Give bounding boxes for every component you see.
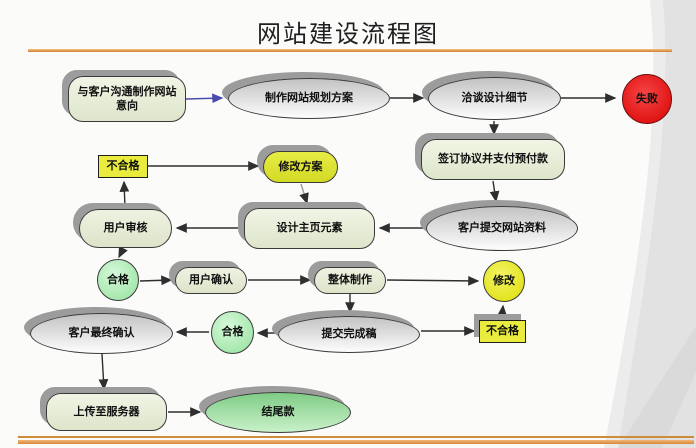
node-communicate-intent: 与客户沟通制作网站意向 — [68, 76, 186, 122]
edge-start-plan — [185, 93, 224, 104]
background-swoosh-graphic — [604, 0, 696, 448]
node-customer-final-confirm: 客户最终确认 — [30, 313, 173, 354]
node-qualified-lower: 合格 — [211, 311, 254, 354]
node-sign-agreement-prepay: 签订协议并支付预付款 — [421, 139, 565, 180]
edge-review-qualified — [118, 246, 128, 259]
edge-modifyplan-design — [299, 183, 309, 205]
node-design-homepage-elements: 设计主页元素 — [244, 208, 375, 249]
node-unqualified-top: 不合格 — [98, 155, 148, 178]
node-final-payment: 结尾款 — [205, 392, 351, 433]
node-overall-production: 整体制作 — [314, 267, 386, 294]
edge-finalconfirm-upload — [98, 353, 109, 391]
node-customer-submit-materials: 客户提交网站资料 — [426, 206, 578, 251]
node-submit-final-draft: 提交完成稿 — [278, 316, 420, 353]
node-modify: 修改 — [483, 260, 525, 302]
edge-review-unqualified — [119, 180, 130, 208]
node-make-planning-proposal: 制作网站规划方案 — [228, 78, 390, 119]
connector-lines — [98, 93, 617, 417]
node-qualified-upper: 合格 — [97, 259, 139, 301]
node-negotiate-design-details: 洽谈设计细节 — [428, 77, 561, 120]
node-modify-proposal: 修改方案 — [263, 151, 338, 183]
node-upload-to-server: 上传至服务器 — [46, 393, 167, 431]
edge-sign-materials — [489, 180, 500, 203]
node-user-confirm: 用户确认 — [175, 267, 247, 294]
node-unqualified-bottom: 不合格 — [479, 320, 526, 343]
edge-production-modify — [386, 275, 480, 286]
top-divider — [28, 49, 672, 52]
node-user-review: 用户审核 — [79, 209, 172, 248]
page-title: 网站建设流程图 — [257, 22, 439, 48]
edge-qualified-userconfirm — [139, 275, 173, 286]
edge-unqualified-modify — [497, 304, 508, 319]
bottom-divider-thin — [18, 436, 694, 438]
bottom-divider-thick — [18, 440, 694, 444]
node-fail: 失败 — [622, 74, 672, 124]
